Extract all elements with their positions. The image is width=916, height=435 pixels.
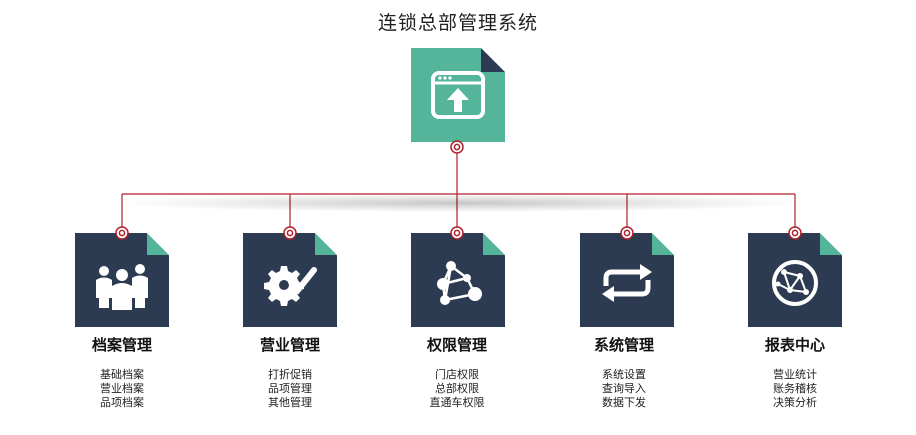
module-item: 品项管理 [268,382,312,395]
module-items: 门店权限 总部权限 直通车权限 [387,368,527,410]
module-item: 数据下发 [602,396,646,409]
module-item: 品项档案 [100,396,144,409]
gear-check-icon [264,266,317,306]
module-item: 打折促销 [268,368,312,381]
module-title: 权限管理 [426,336,487,354]
diagram-title: 连锁总部管理系统 [377,12,538,34]
module-item: 营业统计 [773,368,817,381]
module-item: 基础档案 [100,368,144,381]
module-item: 查询导入 [602,382,646,395]
module-items: 打折促销 品项管理 其他管理 [220,368,360,410]
module-items: 营业统计 账务稽核 决策分析 [725,368,865,410]
people-group-icon [96,264,148,310]
module-item: 门店权限 [435,368,479,381]
module-item: 总部权限 [435,382,479,395]
globe-network-icon [772,260,818,306]
module-items: 系统设置 查询导入 数据下发 [554,368,694,410]
module-title: 报表中心 [764,336,825,354]
sync-arrows-icon [602,264,652,302]
module-item: 账务稽核 [773,382,817,395]
module-item: 决策分析 [773,396,817,409]
bar-shadow [120,194,800,212]
module-item: 其他管理 [268,396,312,409]
network-nodes-icon [437,261,482,305]
browser-upload-icon [431,71,485,119]
module-item: 系统设置 [602,368,646,381]
module-item: 营业档案 [100,382,144,395]
module-title: 档案管理 [91,336,152,354]
module-title: 系统管理 [593,336,654,354]
module-items: 基础档案 营业档案 品项档案 [52,368,192,410]
module-title: 营业管理 [259,336,320,354]
module-item: 直通车权限 [429,396,485,409]
